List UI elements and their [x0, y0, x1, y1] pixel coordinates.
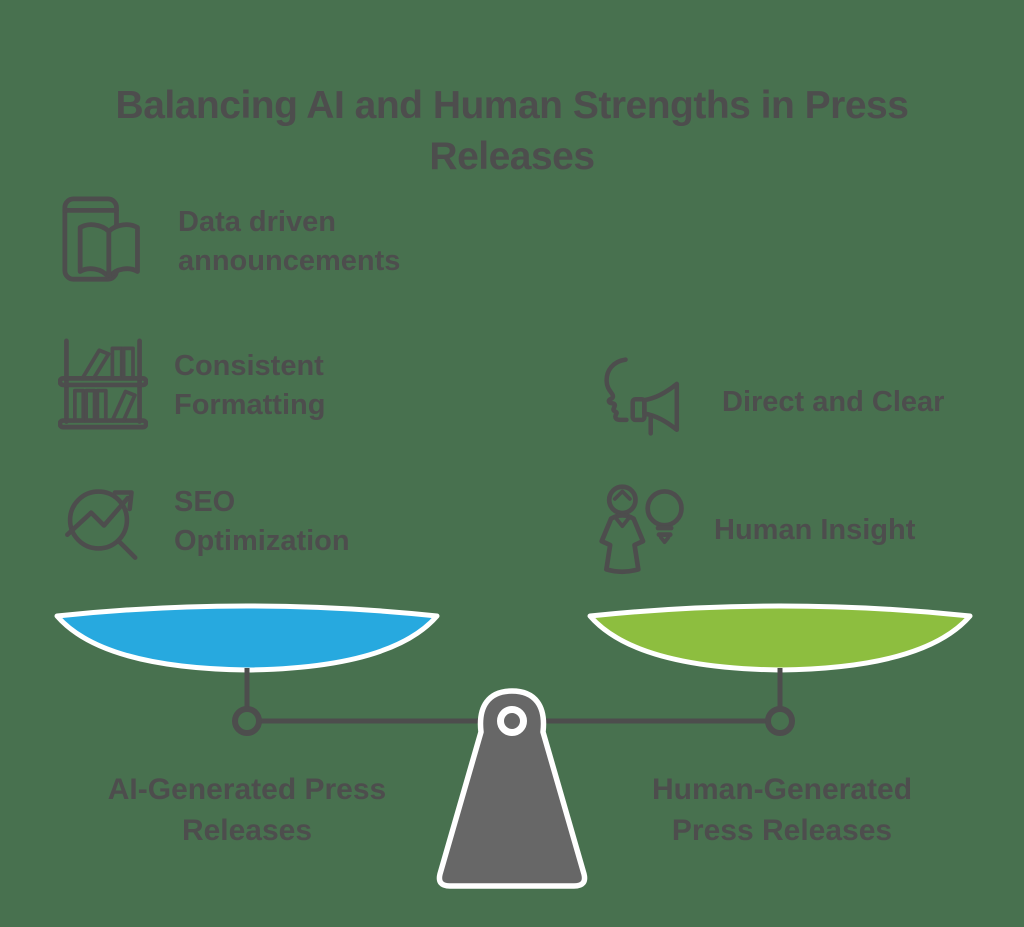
magnifier-lens [67, 488, 130, 551]
ai-pan [54, 603, 440, 673]
feature-human-insight: Human Insight [596, 483, 916, 576]
trend-line [65, 495, 131, 537]
feature-label: SEO Optimization [174, 485, 350, 557]
feature-consistent-formatting: Consistent Formatting [57, 336, 326, 437]
seo-magnifier-icon [60, 476, 148, 569]
balance-scale [54, 603, 973, 889]
feature-label: Direct and Clear [722, 386, 945, 419]
feature-seo-optimization: SEO Optimization [60, 478, 350, 566]
feature-label: Data driven announcements [178, 205, 401, 277]
fulcrum-hole [497, 706, 527, 736]
feature-direct-and-clear: Direct and Clear [598, 356, 945, 451]
feature-label: Consistent Formatting [174, 349, 326, 421]
ai-pan-label: AI-Generated Press Releases [107, 773, 387, 847]
arrow-head [112, 489, 134, 511]
face-megaphone-icon [598, 356, 698, 451]
device-open-book-icon [62, 194, 148, 291]
bookshelf-icon [57, 336, 149, 437]
page-title: Balancing AI and Human Strengths in Pres… [115, 84, 909, 179]
human-pan-label: Human-Generated Press Releases [651, 773, 913, 847]
right-pivot-ring [765, 706, 795, 736]
person-lightbulb-icon [596, 483, 690, 580]
feature-label: Human Insight [714, 514, 916, 547]
face-profile [604, 356, 629, 422]
fulcrum [436, 688, 588, 889]
human-pan [587, 603, 973, 673]
feature-data-driven: Data driven announcements [62, 196, 400, 288]
person-body [599, 512, 646, 574]
left-pivot-ring [232, 706, 262, 736]
lightbulb [645, 488, 684, 528]
magnifier-handle [116, 538, 138, 560]
shelf-bar [57, 375, 149, 387]
